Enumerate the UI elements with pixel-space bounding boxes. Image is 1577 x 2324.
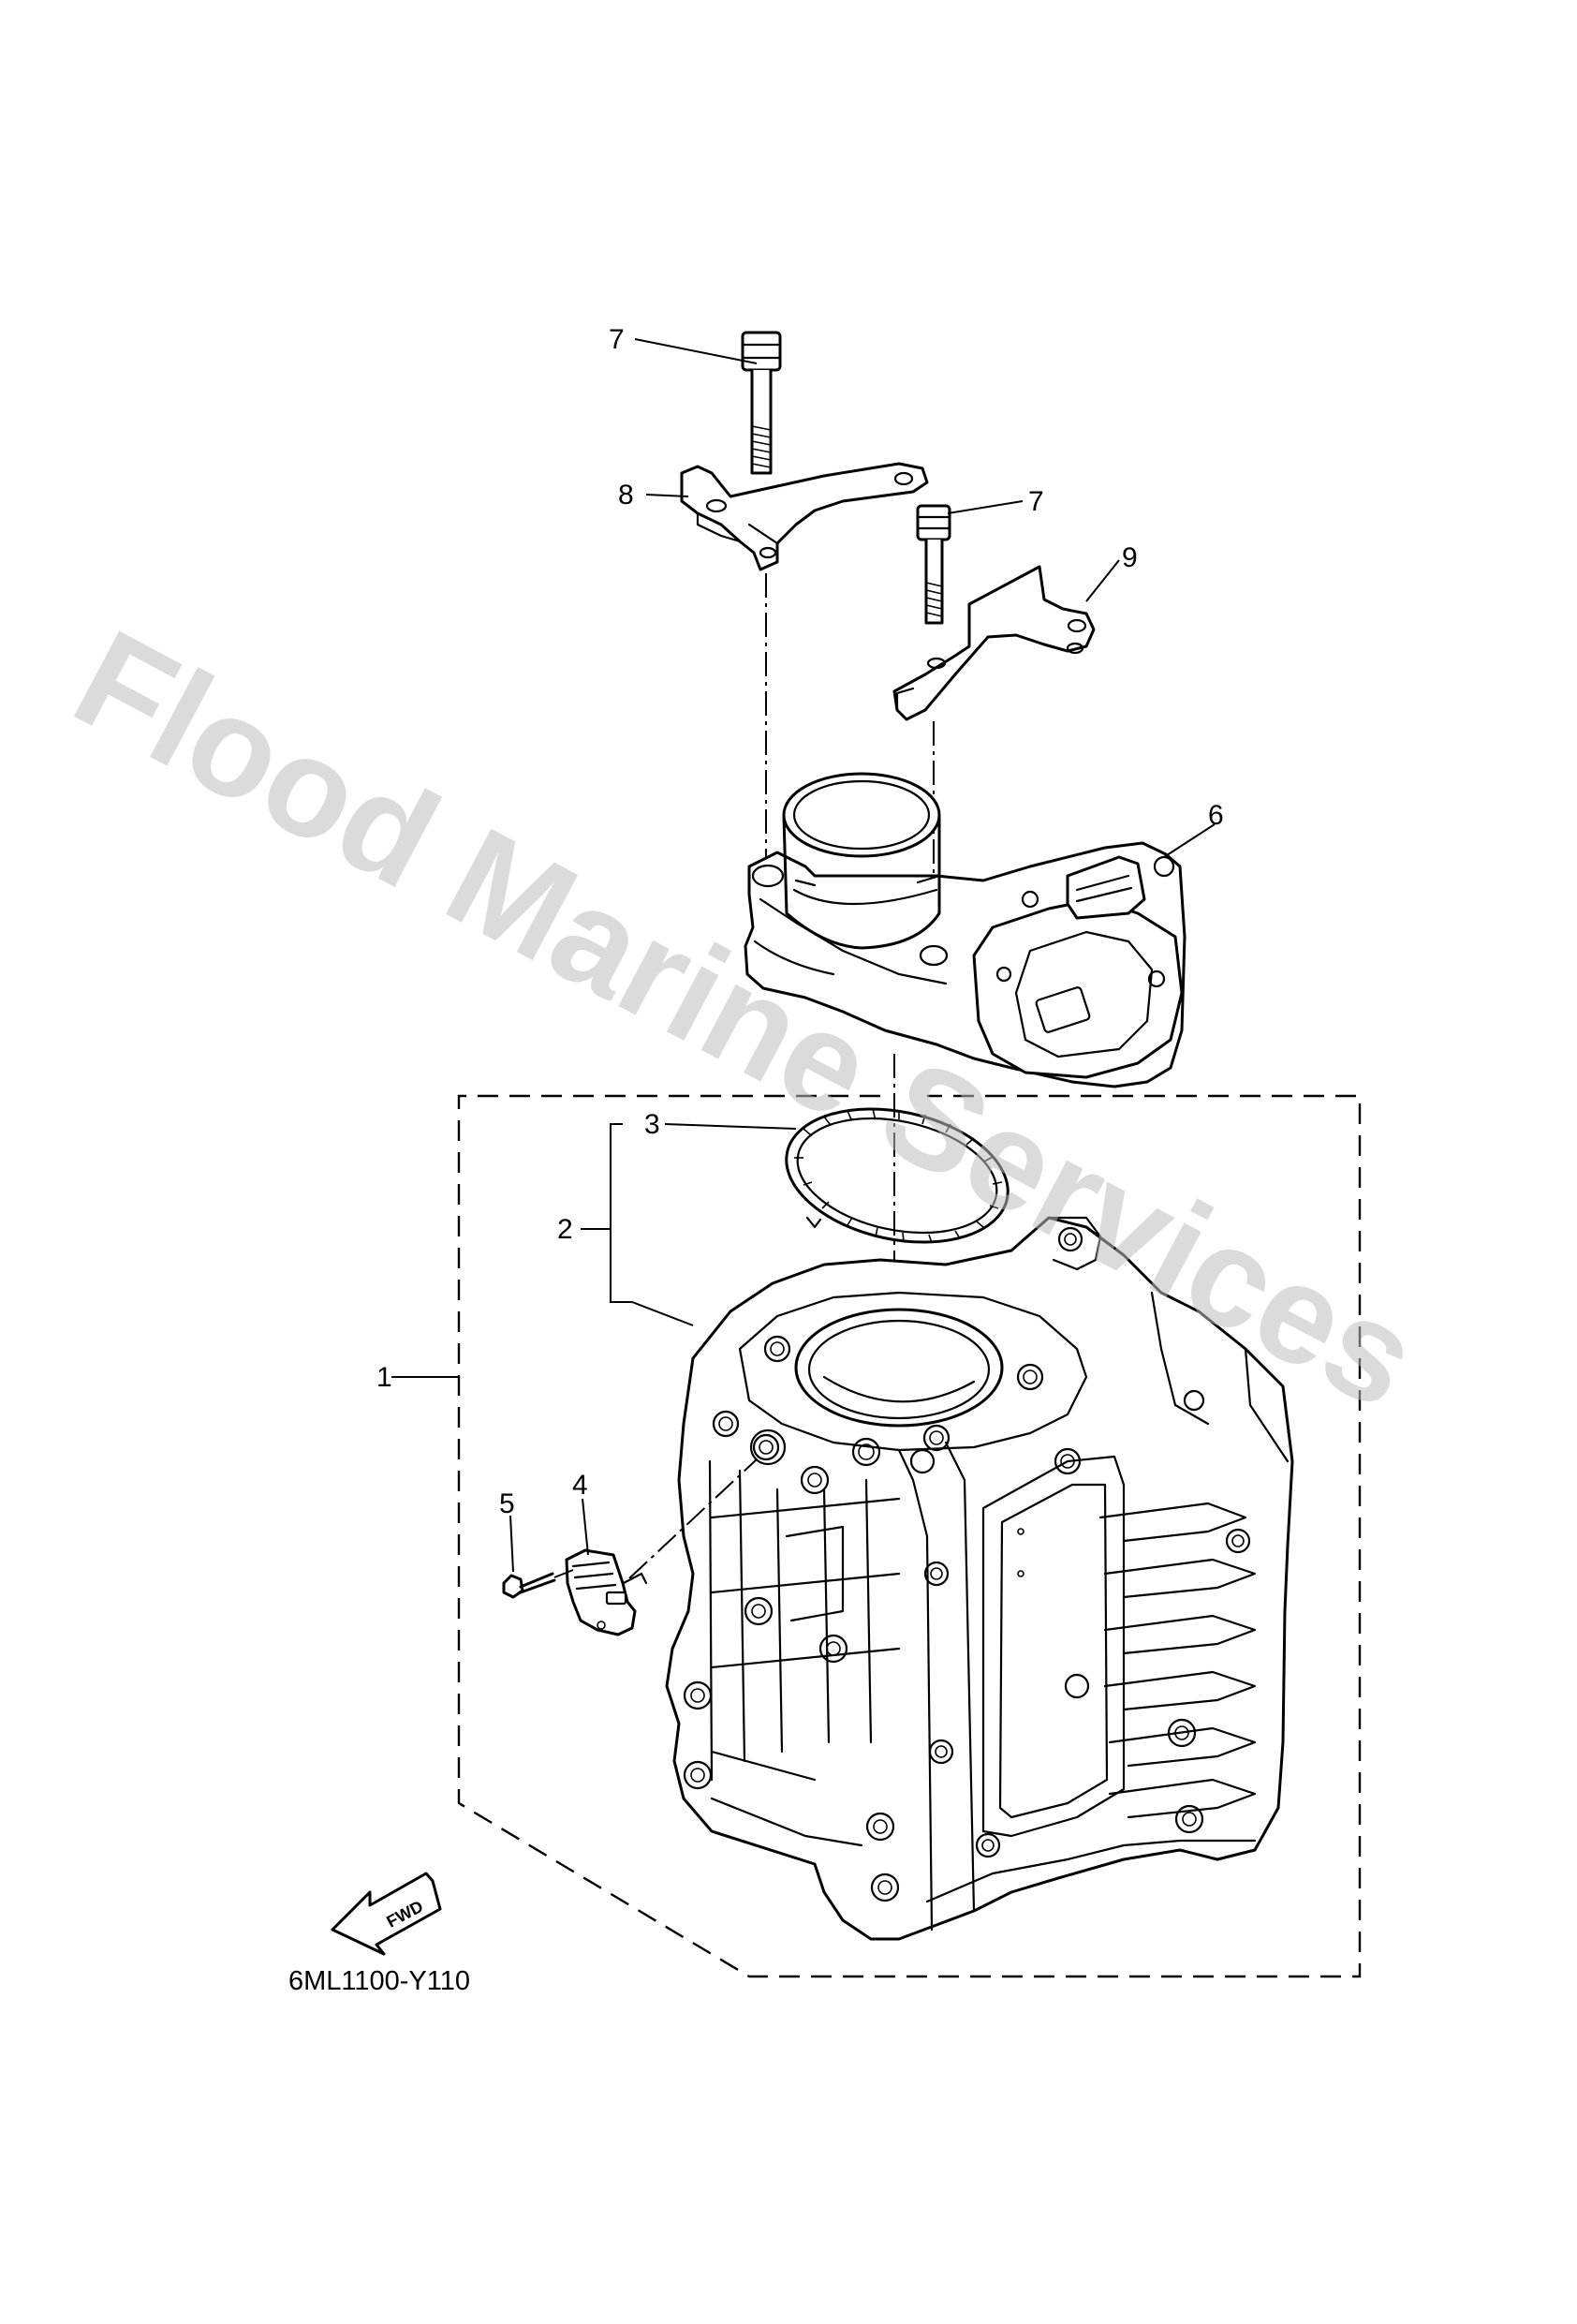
- bracket-8: [680, 462, 929, 571]
- callout-5: 5: [499, 1488, 515, 1519]
- bolt-7-upper: [741, 331, 782, 475]
- fwd-direction-icon: FWD: [331, 1872, 442, 1956]
- assembly-outline: [457, 1094, 1362, 1978]
- bracket-9: [892, 565, 1096, 721]
- callout-7-upper: 7: [609, 324, 625, 355]
- callout-9: 9: [1122, 542, 1138, 573]
- callout-6: 6: [1208, 800, 1224, 831]
- callout-3: 3: [644, 1109, 660, 1140]
- callout-8: 8: [618, 480, 634, 511]
- callout-7-right: 7: [1028, 486, 1044, 517]
- callout-4: 4: [572, 1470, 588, 1501]
- throttle-body-6: [744, 772, 1186, 1088]
- gasket-3: [785, 1107, 1010, 1244]
- callout-2: 2: [557, 1214, 573, 1245]
- sensor-4: [565, 1548, 648, 1636]
- intake-body-2: [665, 1216, 1294, 1941]
- screw-5: [502, 1572, 556, 1599]
- callout-1: 1: [376, 1362, 392, 1393]
- bolt-7-right: [916, 504, 951, 625]
- diagram-code: 6ML1100-Y110: [288, 1966, 470, 1996]
